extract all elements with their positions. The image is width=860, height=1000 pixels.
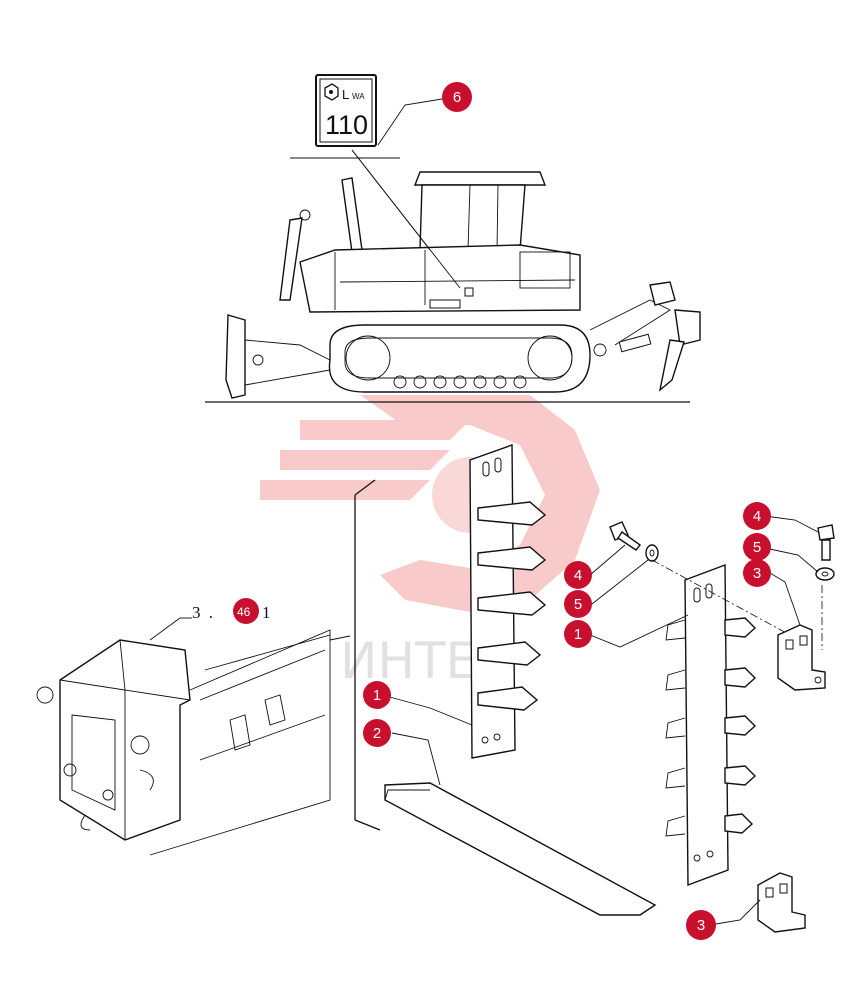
washer-right <box>815 567 835 581</box>
assembly-dash-line <box>651 559 791 636</box>
svg-text:5: 5 <box>753 539 761 556</box>
svg-text:6: 6 <box>453 89 461 106</box>
frame-assembly <box>36 479 381 856</box>
callout-2: 2 <box>363 719 391 747</box>
noise-sign-value: 110 <box>325 110 368 140</box>
svg-text:3: 3 <box>697 917 705 934</box>
reference-label-prefix: 3 . <box>192 603 215 622</box>
callout-1-right: 1 <box>564 620 592 648</box>
bolt-right <box>817 524 835 561</box>
watermark-gear-icon <box>260 395 600 612</box>
bracket-lower <box>757 872 806 933</box>
bolt-left <box>609 521 642 551</box>
svg-text:1: 1 <box>574 626 582 643</box>
skid-bar <box>384 782 657 916</box>
washer-left <box>645 544 659 562</box>
reference-label-badge: 46 <box>237 605 251 619</box>
watermark: ИНТЕХ <box>260 395 600 690</box>
track-rollers <box>393 375 527 389</box>
svg-text:3: 3 <box>753 565 761 582</box>
callout-3-upper: 3 <box>743 559 771 587</box>
guard-teeth-left <box>477 501 547 711</box>
svg-text:4: 4 <box>574 567 582 584</box>
reference-label: 3 . 46 1 <box>149 598 273 641</box>
callout-3-lower: 3 <box>686 910 716 940</box>
callout-leaders <box>377 97 819 926</box>
bulldozer-illustration <box>205 149 701 403</box>
guard-plate-right <box>665 563 757 887</box>
bracket-upper <box>777 624 826 691</box>
callout-1-left: 1 <box>363 681 391 709</box>
svg-text:2: 2 <box>373 725 381 742</box>
callouts: 6 1 2 4 5 1 4 5 <box>363 82 771 940</box>
reference-label-suffix: 1 <box>262 603 273 622</box>
svg-text:4: 4 <box>753 508 761 525</box>
noise-level-sign: L WA 110 <box>315 74 377 147</box>
sound-wave-icon <box>324 83 339 101</box>
callout-6: 6 <box>442 82 472 112</box>
callout-5-right: 5 <box>743 533 771 561</box>
guard-plate-left <box>469 444 547 759</box>
callout-4-left: 4 <box>564 561 592 589</box>
svg-text:1: 1 <box>373 687 381 704</box>
callout-5-left: 5 <box>564 590 592 618</box>
svg-text:5: 5 <box>574 596 582 613</box>
noise-sign-label: L <box>342 87 349 102</box>
guard-teeth-right <box>665 617 757 837</box>
reference-label-badge-bg <box>233 598 259 624</box>
callout-4-right: 4 <box>743 502 771 530</box>
noise-sign-label-sub: WA <box>352 92 365 101</box>
